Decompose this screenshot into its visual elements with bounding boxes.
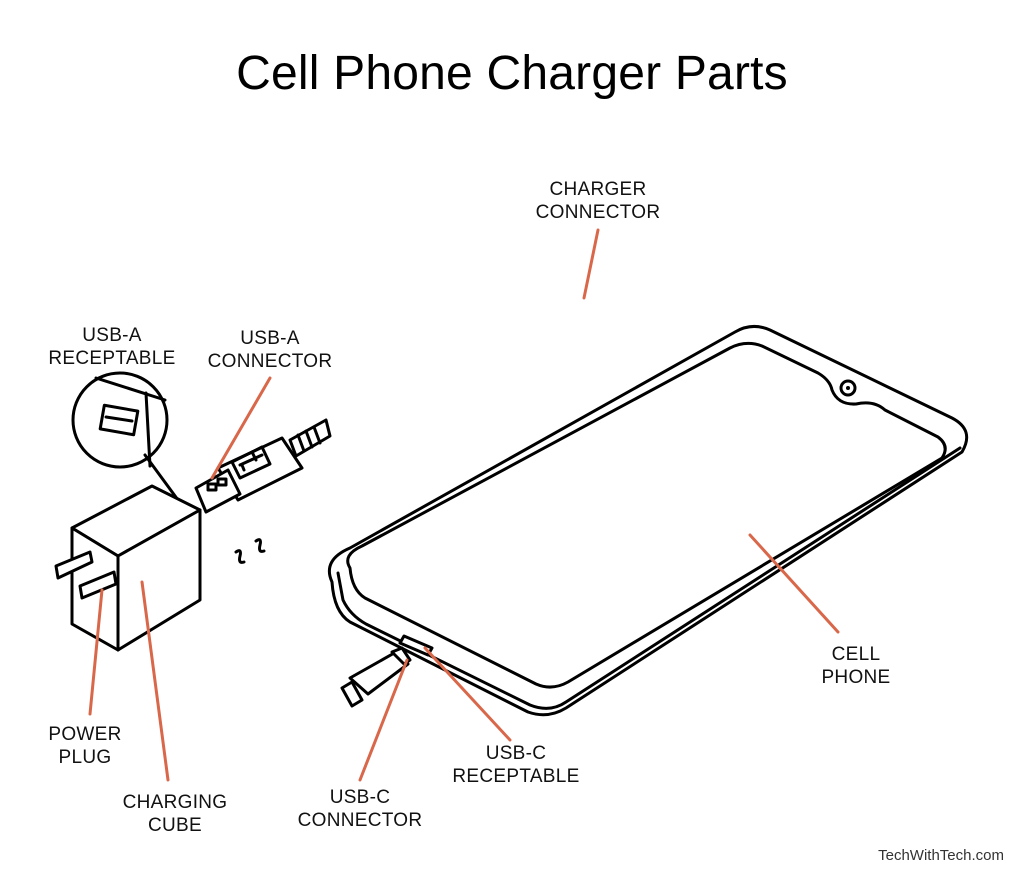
cable-break-marks — [234, 538, 270, 576]
leader-power-plug — [88, 588, 104, 716]
leader-charging-cube — [140, 580, 170, 782]
leader-lines — [88, 228, 840, 782]
charging-cube — [54, 484, 202, 652]
leader-usb-c-connector — [358, 658, 409, 782]
usb-c-connector-plug — [340, 646, 412, 708]
leader-usb-a-connector — [210, 376, 272, 480]
leader-usb-c-receptable — [423, 646, 512, 742]
leader-cell-phone — [748, 533, 840, 634]
diagram-title: Cell Phone Charger Parts — [236, 47, 788, 100]
charging-cable — [163, 288, 653, 728]
cell-phone — [327, 325, 969, 717]
usb-a-receptable-detail — [71, 371, 180, 502]
leader-charger-connector — [582, 228, 600, 300]
credit-text: TechWithTech.com — [878, 847, 1004, 864]
usb-a-connector-plug — [194, 418, 332, 514]
